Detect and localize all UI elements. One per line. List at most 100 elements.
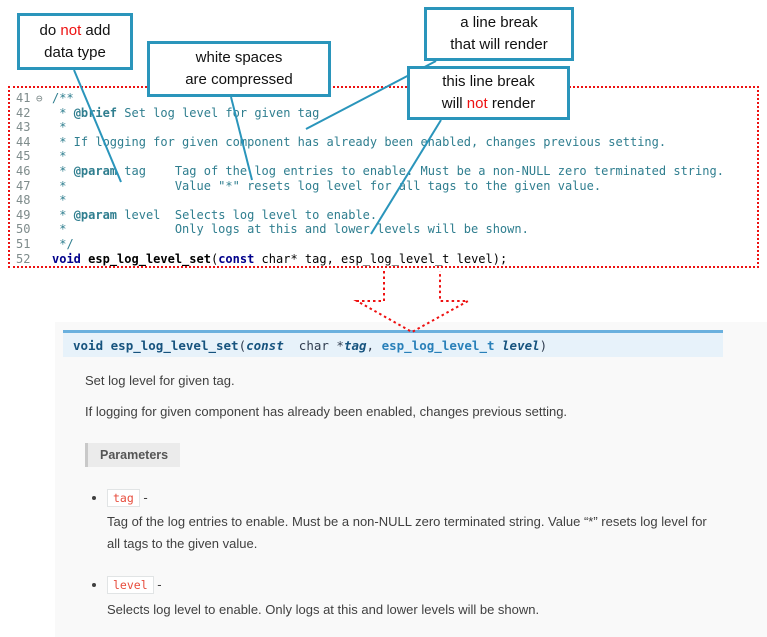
code-line: 45 *	[16, 149, 757, 164]
param-dash: -	[139, 490, 148, 505]
code-token: * Value "*" resets log level for all tag…	[52, 178, 602, 193]
code-token: */	[52, 236, 74, 251]
code-token: /**	[52, 91, 74, 105]
line-number: 44	[16, 134, 31, 149]
code-token: level Selects log level to enable.	[117, 207, 378, 222]
signature-token	[495, 338, 503, 353]
parameter-item: tag - Tag of the log entries to enable. M…	[107, 487, 707, 554]
brief-description: Set log level for given tag.	[85, 373, 235, 388]
signature-token: char *	[283, 338, 344, 353]
fold-gutter	[36, 209, 52, 224]
param-name-chip: level	[107, 576, 154, 595]
line-number: 47	[16, 178, 31, 193]
param-description: Tag of the log entries to enable. Must b…	[107, 514, 707, 551]
fold-gutter	[36, 107, 52, 122]
code-token: *	[52, 193, 67, 208]
code-token: *	[52, 149, 67, 164]
code-line: 43 *	[16, 120, 757, 135]
code-line: 46 * @param tag Tag of the log entries t…	[16, 164, 757, 179]
fold-gutter	[36, 121, 52, 136]
code-token: esp_log_level_set	[88, 251, 211, 266]
signature-token: void	[73, 338, 104, 353]
fold-gutter	[36, 180, 52, 195]
param-description: Selects log level to enable. Only logs a…	[107, 601, 540, 617]
code-token: Set log level for given tag	[117, 105, 320, 120]
callout-text-line: data type	[44, 43, 106, 61]
code-line: 50 * Only logs at this and lower levels …	[16, 222, 757, 237]
code-token: *	[52, 207, 74, 222]
callout-text-line: are compressed	[185, 71, 293, 88]
code-token: tag Tag of the log entries to enable. Mu…	[117, 163, 724, 178]
line-number: 41	[16, 91, 31, 105]
code-line: 51 */	[16, 237, 757, 252]
callout-linebreak-renders: a line break that will render	[424, 7, 574, 61]
code-token: const	[218, 251, 255, 266]
callout-text-line: a line break	[460, 14, 538, 32]
parameter-name-row: tag -	[107, 487, 707, 508]
fold-gutter	[36, 194, 52, 209]
code-token: void	[52, 251, 81, 266]
code-token: char* tag, esp_log_level_t level);	[254, 251, 508, 266]
fold-gutter	[36, 238, 52, 253]
callout-linebreak-not-render: this line break will not render	[407, 66, 570, 120]
callout-text-line: will not render	[442, 93, 535, 115]
code-token: @param	[73, 163, 118, 178]
code-token: *	[52, 163, 74, 178]
line-number: 52	[16, 251, 31, 266]
code-line: 47 * Value "*" resets log level for all …	[16, 179, 757, 194]
line-number: 51	[16, 236, 31, 251]
fold-collapse-icon[interactable]: ⊖	[36, 92, 43, 105]
parameters-heading: Parameters	[85, 443, 181, 467]
code-line: 42 * @brief Set log level for given tag	[16, 106, 757, 121]
code-line: 41 ⊖ /**	[16, 91, 757, 106]
code-line: 48 *	[16, 193, 757, 208]
signature-token: level	[502, 338, 540, 353]
code-token: * If logging for given component has alr…	[52, 134, 667, 149]
fold-gutter	[36, 223, 52, 238]
code-line: 44 * If logging for given component has …	[16, 135, 757, 150]
detailed-description: If logging for given component has alrea…	[85, 404, 568, 419]
signature-token: (	[238, 338, 247, 353]
function-signature: void esp_log_level_set(const char *tag, …	[63, 330, 723, 357]
fold-gutter	[36, 136, 52, 151]
code-line: 49 * @param level Selects log level to e…	[16, 208, 757, 223]
callout-text-emphasis: not	[60, 21, 82, 39]
code-lines: 41⊖/**42 * @brief Set log level for give…	[16, 91, 757, 266]
code-token: (	[210, 251, 219, 266]
fold-gutter	[36, 165, 52, 180]
signature-token: tag	[343, 338, 367, 353]
callout-text: will	[441, 95, 467, 112]
line-number: 49	[16, 207, 31, 222]
code-token: *	[52, 105, 74, 120]
fold-gutter	[36, 253, 52, 268]
line-number: 45	[16, 149, 31, 164]
line-number: 46	[16, 163, 31, 178]
signature-token: ,	[366, 338, 382, 353]
line-number: 48	[16, 193, 31, 208]
signature-token: esp_log_level_set	[110, 338, 239, 353]
code-token: * Only logs at this and lower levels wil…	[52, 222, 529, 237]
code-token: @brief	[73, 105, 118, 120]
fold-gutter	[36, 150, 52, 165]
type-link[interactable]: esp_log_level_t	[381, 338, 495, 353]
callout-text: do	[39, 21, 61, 39]
parameter-name-row: level -	[107, 574, 707, 595]
callout-text: add	[81, 21, 111, 39]
code-line: 52 void esp_log_level_set(const char* ta…	[16, 252, 757, 267]
signature-token: )	[539, 338, 548, 353]
callout-text-line: that will render	[450, 36, 548, 53]
code-editor: 41⊖/**42 * @brief Set log level for give…	[8, 86, 759, 268]
callout-no-datatype: do not add data type	[17, 13, 133, 70]
parameter-item: level - Selects log level to enable. Only…	[107, 574, 707, 620]
param-dash: -	[153, 577, 162, 593]
callout-text-line: do not add	[40, 20, 111, 42]
code-token: @param	[73, 207, 118, 222]
callout-text-line: white spaces	[195, 49, 283, 67]
parameter-list: tag - Tag of the log entries to enable. M…	[107, 487, 767, 620]
callout-text-line: this line break	[442, 73, 535, 91]
line-number: 50	[16, 222, 31, 237]
line-number: 42	[16, 105, 31, 120]
callout-text: render	[487, 95, 536, 112]
code-token: *	[52, 120, 67, 135]
